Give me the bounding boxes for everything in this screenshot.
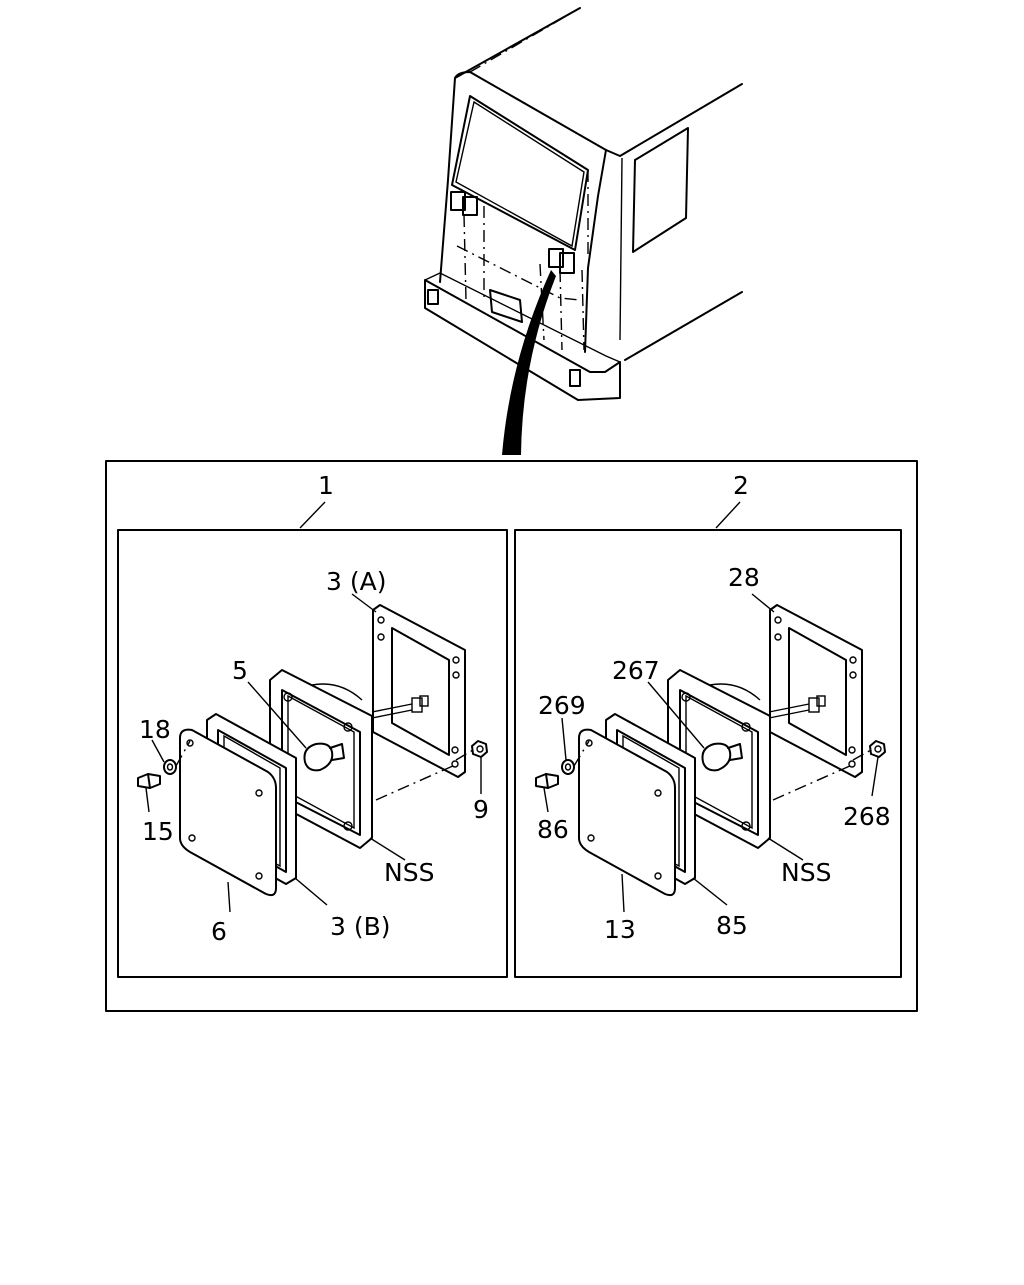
label-screw: 15 — [142, 817, 174, 846]
truck-cab-illustration — [424, 7, 743, 455]
label-lens: 13 — [604, 915, 636, 944]
nut — [869, 740, 886, 758]
label-nut: 268 — [843, 802, 891, 831]
label-lens: 6 — [211, 917, 227, 946]
label-housing: NSS — [384, 858, 434, 887]
label-bulb: 267 — [612, 656, 660, 685]
screw — [137, 773, 161, 789]
assembly-1-box — [117, 529, 508, 978]
label-screw: 86 — [537, 815, 569, 844]
label-front-gasket: 3 (B) — [330, 912, 391, 941]
label-front-gasket: 85 — [716, 911, 748, 940]
screw — [535, 773, 559, 789]
nut — [471, 740, 488, 758]
assembly-2-callout: 2 — [733, 471, 749, 500]
label-rear-gasket: 3 (A) — [326, 567, 386, 596]
lens — [578, 728, 676, 897]
label-bulb: 5 — [232, 656, 248, 685]
assembly-2-box — [514, 529, 902, 978]
detail-frame — [105, 460, 918, 1012]
lens — [179, 728, 277, 897]
label-washer: 18 — [139, 715, 171, 744]
label-nut: 9 — [473, 795, 489, 824]
label-housing: NSS — [781, 858, 831, 887]
bulb — [303, 742, 345, 772]
assembly-2: 2 — [514, 471, 902, 978]
washer — [561, 759, 575, 775]
label-washer: 269 — [538, 691, 586, 720]
washer — [163, 759, 177, 775]
assembly-1-callout: 1 — [318, 471, 334, 500]
assembly-1: 1 — [117, 471, 508, 978]
bulb — [701, 742, 743, 772]
label-rear-gasket: 28 — [728, 563, 760, 592]
rear-gasket — [372, 604, 466, 778]
rear-gasket — [769, 604, 863, 778]
